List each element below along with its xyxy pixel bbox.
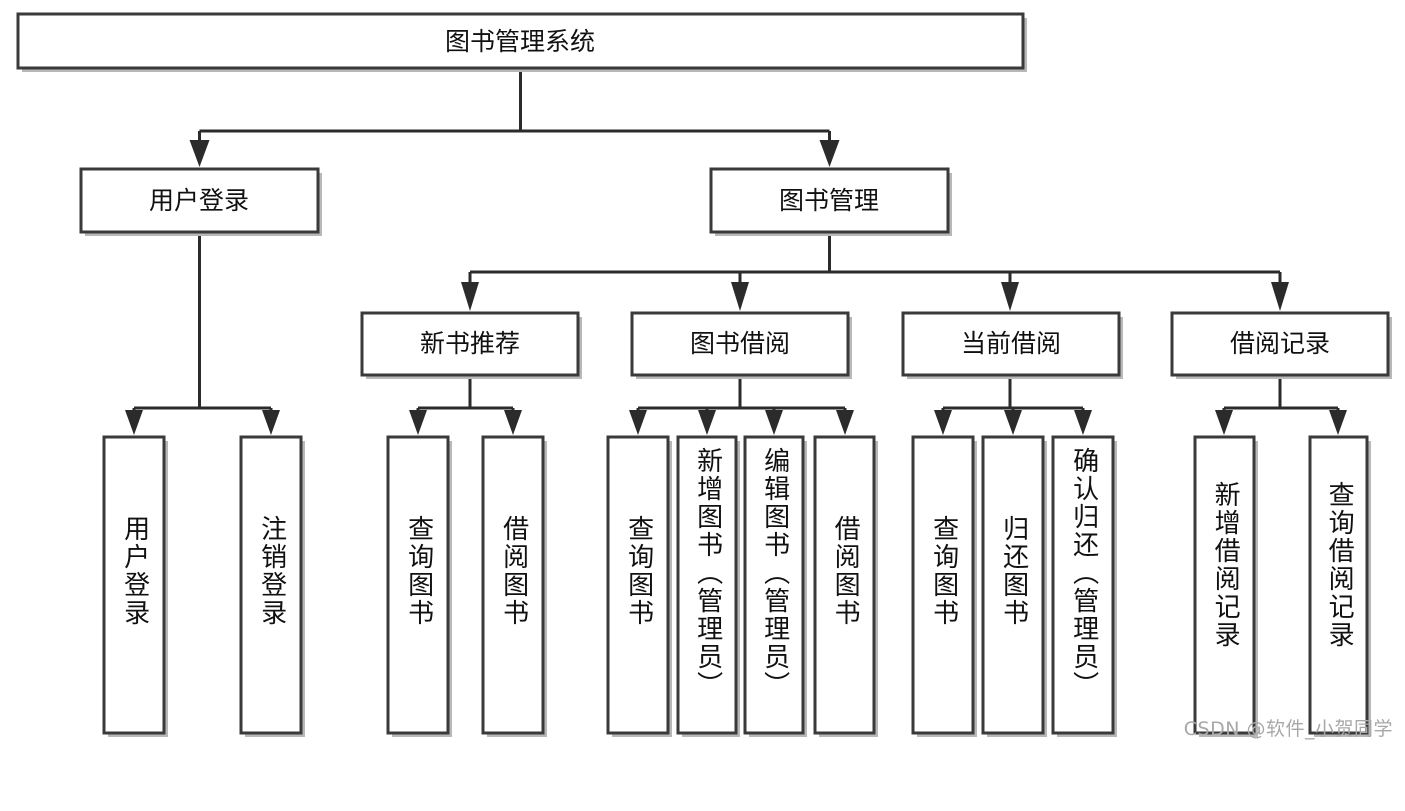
leaf-borrow-book-2-rect[interactable]	[813, 435, 876, 735]
arrowhead-records-leaf1	[1215, 410, 1233, 435]
leaf-user-logout-rect[interactable]	[239, 435, 303, 735]
node-login-rect[interactable]	[79, 167, 320, 234]
leaf-query-book-3-rect[interactable]	[911, 435, 975, 735]
watermark-label: CSDN @软件_小贺同学	[1183, 718, 1393, 740]
node-root-label: 图书管理系统	[445, 27, 595, 56]
node-login[interactable]: 用户登录	[79, 167, 322, 236]
leaf-borrow-book-1-rect[interactable]	[481, 435, 545, 735]
arrowhead-borrow-leaf4	[836, 410, 854, 435]
node-current-rect[interactable]	[901, 311, 1121, 377]
arrowhead-newrec-leaf1	[409, 410, 427, 435]
arrowhead-root-login	[189, 140, 210, 167]
node-current[interactable]: 当前借阅	[901, 311, 1123, 379]
arrowhead-newrec-leaf2	[504, 410, 522, 435]
node-newrec-rect[interactable]	[360, 311, 580, 377]
leaf-query-book-2-rect[interactable]	[606, 435, 670, 735]
arrowhead-borrow-leaf2	[698, 410, 716, 435]
leaf-confirm-return-rect[interactable]	[1051, 435, 1115, 735]
leaf-query-record-rect[interactable]	[1308, 435, 1369, 735]
node-current-label: 当前借阅	[961, 329, 1061, 358]
arrowhead-bookmgmt-newrec	[461, 282, 479, 311]
arrowhead-current-leaf3	[1074, 410, 1092, 435]
node-root-rect[interactable]	[16, 12, 1025, 70]
node-borrow[interactable]: 图书借阅	[630, 311, 852, 379]
node-newrec[interactable]: 新书推荐	[360, 311, 582, 379]
node-records-label: 借阅记录	[1230, 329, 1330, 358]
node-bookmgmt[interactable]: 图书管理	[709, 167, 952, 236]
node-login-label: 用户登录	[149, 186, 249, 215]
arrowhead-bookmgmt-borrow	[731, 282, 749, 311]
arrowhead-current-leaf1	[934, 410, 952, 435]
arrowhead-bookmgmt-current	[1001, 282, 1019, 311]
node-borrow-label: 图书借阅	[690, 329, 790, 358]
node-bookmgmt-label: 图书管理	[779, 186, 879, 215]
node-borrow-rect[interactable]	[630, 311, 850, 377]
leaf-add-record-rect[interactable]	[1193, 435, 1256, 735]
leaf-box-layer	[102, 435, 1371, 737]
node-root[interactable]: 图书管理系统	[16, 12, 1027, 72]
node-records[interactable]: 借阅记录	[1170, 311, 1392, 379]
arrowhead-login-leaf1	[125, 410, 143, 435]
leaf-user-login-rect[interactable]	[102, 435, 166, 735]
arrowhead-bookmgmt-records	[1271, 282, 1289, 311]
arrowhead-current-leaf2	[1004, 410, 1022, 435]
arrowhead-records-leaf2	[1329, 410, 1347, 435]
leaf-query-book-1-rect[interactable]	[386, 435, 450, 735]
arrowhead-root-bookmgmt	[819, 140, 840, 167]
node-records-rect[interactable]	[1170, 311, 1390, 377]
node-bookmgmt-rect[interactable]	[709, 167, 950, 234]
arrowhead-borrow-leaf1	[629, 410, 647, 435]
diagram-canvas-root: 图书管理系统 用户登录 图书管理 新书推荐 图书借阅 当前借阅	[16, 12, 1393, 740]
arrowhead-borrow-leaf3	[765, 410, 783, 435]
edge-layer	[125, 68, 1347, 435]
node-newrec-label: 新书推荐	[420, 329, 520, 358]
leaf-add-book-rect[interactable]	[676, 435, 738, 735]
arrowhead-login-leaf2	[262, 410, 280, 435]
leaf-return-book-rect[interactable]	[981, 435, 1045, 735]
leaf-edit-book-rect[interactable]	[743, 435, 805, 735]
hierarchy-diagram: 图书管理系统 用户登录 图书管理 新书推荐 图书借阅 当前借阅	[16, 12, 1392, 737]
